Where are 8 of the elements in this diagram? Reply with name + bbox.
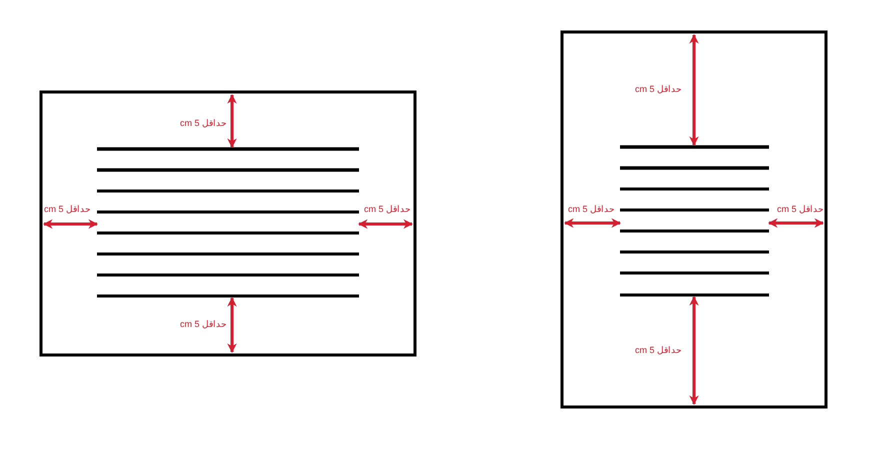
dimension-label: حداقل 5 cm	[634, 84, 682, 95]
dimension-label: حداقل 5 cm	[568, 204, 615, 215]
dimension-label: حداقل 5 cm	[634, 345, 682, 356]
dimension-label: حداقل 5 cm	[180, 118, 227, 129]
dimension-label: حداقل 5 cm	[44, 204, 91, 215]
dimension-label: حداقل 5 cm	[180, 319, 227, 330]
dimension-label: حداقل 5 cm	[364, 204, 411, 215]
dimension-label: حداقل 5 cm	[776, 204, 824, 215]
